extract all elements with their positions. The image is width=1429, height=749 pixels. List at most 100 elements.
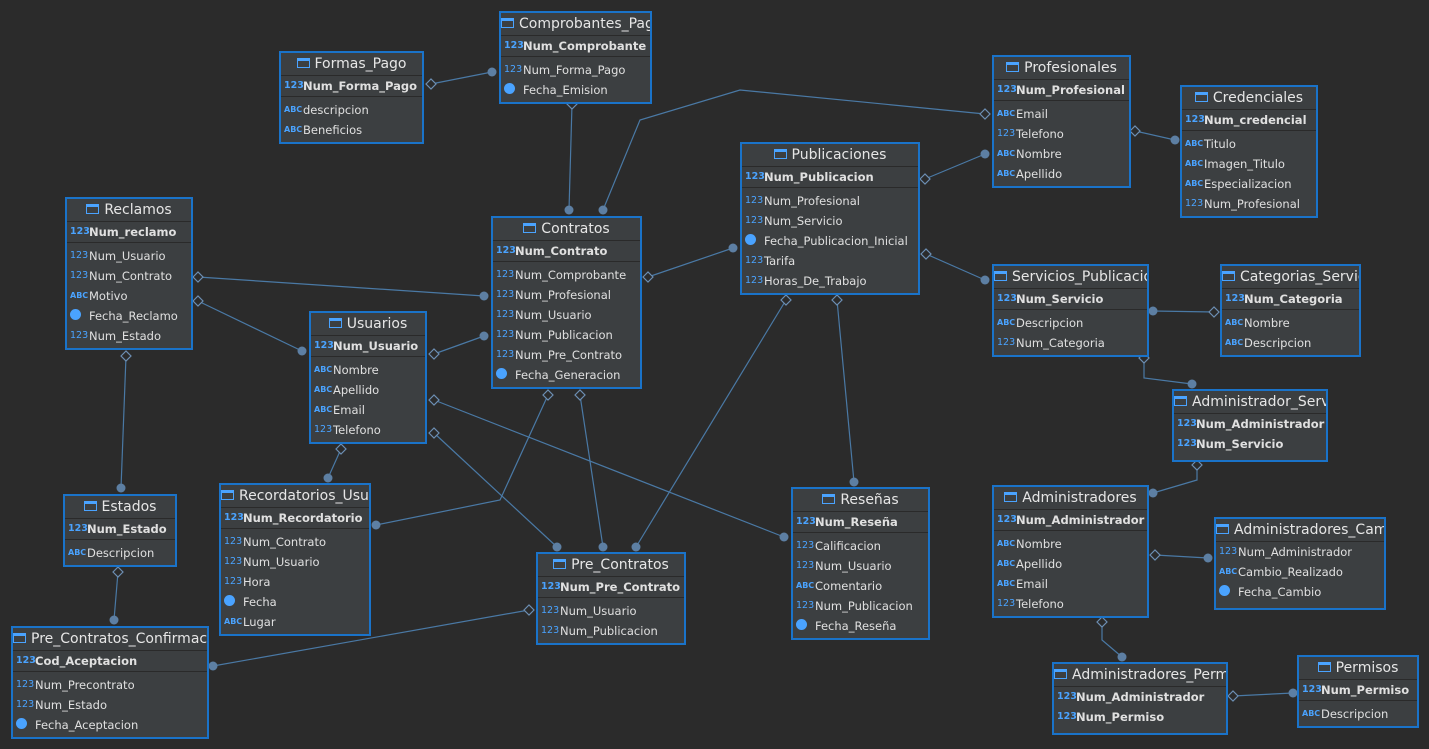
relationship-line-profesionales-credenciales[interactable] [1134, 130, 1176, 141]
primary-key-column[interactable]: 123Num_Permiso [1054, 707, 1226, 727]
relationship-line-administradores-administradores_permisos[interactable] [1101, 622, 1123, 658]
table-header[interactable]: Profesionales [994, 57, 1129, 80]
relationship-line-usuarios-reclamos[interactable] [197, 300, 303, 352]
relationship-line-usuarios-pre_contratos[interactable] [433, 432, 558, 548]
table-column[interactable]: ABCEspecializacion [1182, 174, 1316, 194]
table-column[interactable]: ABCCambio_Realizado [1216, 562, 1384, 582]
table-column[interactable]: ABCBeneficios [281, 120, 422, 140]
table-header[interactable]: Administradores_Camb [1216, 519, 1384, 542]
table-column[interactable]: 123Num_Usuario [67, 246, 191, 266]
table-column[interactable]: 123Num_Usuario [538, 601, 684, 621]
table-column[interactable]: 123Num_Administrador [1216, 542, 1384, 562]
table-column[interactable]: 123Telefono [311, 420, 425, 440]
table-column[interactable]: 123Num_Publicacion [538, 621, 684, 641]
relationship-line-usuarios-contratos[interactable] [433, 335, 485, 355]
table-column[interactable]: Fecha_Reseña [793, 616, 928, 636]
table-column[interactable]: ABCApellido [994, 164, 1129, 184]
relationship-line-administradores-administrador_servicio[interactable] [1152, 465, 1198, 494]
primary-key-column[interactable]: 123Num_Reseña [793, 512, 928, 532]
table-column[interactable]: ABCLugar [221, 612, 369, 632]
table-column[interactable]: 123Num_Profesional [742, 191, 918, 211]
table-column[interactable]: ABCDescripcion [1222, 333, 1359, 353]
table-header[interactable]: Credenciales [1182, 87, 1316, 110]
table-header[interactable]: Usuarios [311, 313, 425, 336]
primary-key-column[interactable]: 123Num_Categoria [1222, 289, 1359, 309]
table-column[interactable]: 123Num_Usuario [493, 305, 640, 325]
table-column[interactable]: ABCNombre [994, 534, 1147, 554]
relationship-line-usuarios-recordatorios_usuario[interactable] [327, 448, 342, 479]
relationship-line-estados-pre_contratos_confirmacion[interactable] [113, 571, 119, 621]
relationship-line-administradores-administradores_cambios[interactable] [1154, 554, 1209, 559]
table-column[interactable]: Fecha_Emision [501, 80, 650, 100]
primary-key-column[interactable]: 123Num_Comprobante [501, 36, 650, 56]
table-header[interactable]: Servicios_Publicacio [994, 266, 1147, 289]
table-column[interactable]: Fecha_Reclamo [67, 306, 191, 326]
table-column[interactable]: ABCEmail [994, 104, 1129, 124]
primary-key-column[interactable]: 123Num_Contrato [493, 241, 640, 261]
primary-key-column[interactable]: 123Num_Administrador [1174, 414, 1326, 434]
table-column[interactable]: ABCDescripcion [994, 313, 1147, 333]
table-column[interactable]: ABCNombre [311, 360, 425, 380]
relationship-line-pre_contratos-contratos[interactable] [579, 394, 604, 548]
table-column[interactable]: ABCApellido [311, 380, 425, 400]
table-column[interactable]: ABCApellido [994, 554, 1147, 574]
table-column[interactable]: Fecha [221, 592, 369, 612]
primary-key-column[interactable]: 123Num_reclamo [67, 222, 191, 242]
table-column[interactable]: ABCEmail [994, 574, 1147, 594]
primary-key-column[interactable]: 123Num_Estado [65, 519, 175, 539]
relationship-line-formas_pago-comprobantes_pago[interactable] [430, 71, 493, 85]
primary-key-column[interactable]: 123Num_Permiso [1299, 680, 1417, 700]
relationship-line-publicaciones-pre_contratos[interactable] [635, 299, 787, 548]
table-column[interactable]: 123Num_Profesional [493, 285, 640, 305]
table-header[interactable]: Recordatorios_Usua [221, 485, 369, 508]
table-column[interactable]: Fecha_Aceptacion [13, 715, 207, 735]
primary-key-column[interactable]: 123Num_Forma_Pago [281, 76, 422, 96]
table-header[interactable]: Formas_Pago [281, 53, 422, 76]
table-column[interactable]: ABCdescripcion [281, 100, 422, 120]
table-column[interactable]: 123Num_Estado [67, 326, 191, 346]
table-column[interactable]: 123Hora [221, 572, 369, 592]
table-header[interactable]: Reseñas [793, 489, 928, 512]
primary-key-column[interactable]: 123Num_Publicacion [742, 167, 918, 187]
relationship-line-comprobantes_pago-contratos[interactable] [568, 103, 573, 211]
table-column[interactable]: 123Horas_De_Trabajo [742, 271, 918, 291]
table-column[interactable]: 123Num_Categoria [994, 333, 1147, 353]
table-column[interactable]: 123Calificacion [793, 536, 928, 556]
primary-key-column[interactable]: 123Num_Recordatorio [221, 508, 369, 528]
table-header[interactable]: Pre_Contratos [538, 554, 684, 577]
primary-key-column[interactable]: 123Num_credencial [1182, 110, 1316, 130]
table-column[interactable]: Fecha_Cambio [1216, 582, 1384, 602]
table-column[interactable]: 123Num_Pre_Contrato [493, 345, 640, 365]
table-column[interactable]: 123Num_Publicacion [493, 325, 640, 345]
table-column[interactable]: Fecha_Generacion [493, 365, 640, 385]
relationship-line-servicios_publicacion-administrador_servicio[interactable] [1143, 358, 1193, 385]
table-column[interactable]: 123Telefono [994, 594, 1147, 614]
table-column[interactable]: 123Num_Contrato [67, 266, 191, 286]
table-header[interactable]: Administrador_Servi [1174, 391, 1326, 414]
relationship-line-profesionales-publicaciones[interactable] [924, 153, 986, 180]
table-column[interactable]: Fecha_Publicacion_Inicial [742, 231, 918, 251]
relationship-line-permisos-administradores_permisos[interactable] [1232, 692, 1294, 697]
table-column[interactable]: ABCDescripcion [1299, 704, 1417, 724]
table-column[interactable]: 123Num_Forma_Pago [501, 60, 650, 80]
relationship-line-publicaciones-resenas[interactable] [836, 299, 855, 483]
relationship-line-publicaciones-contratos[interactable] [647, 247, 734, 278]
table-header[interactable]: Contratos [493, 218, 640, 241]
table-header[interactable]: Categorias_Servic [1222, 266, 1359, 289]
relationship-line-publicaciones-servicios_publicacion[interactable] [925, 253, 986, 281]
table-column[interactable]: 123Num_Publicacion [793, 596, 928, 616]
primary-key-column[interactable]: 123Num_Administrador [1054, 687, 1226, 707]
